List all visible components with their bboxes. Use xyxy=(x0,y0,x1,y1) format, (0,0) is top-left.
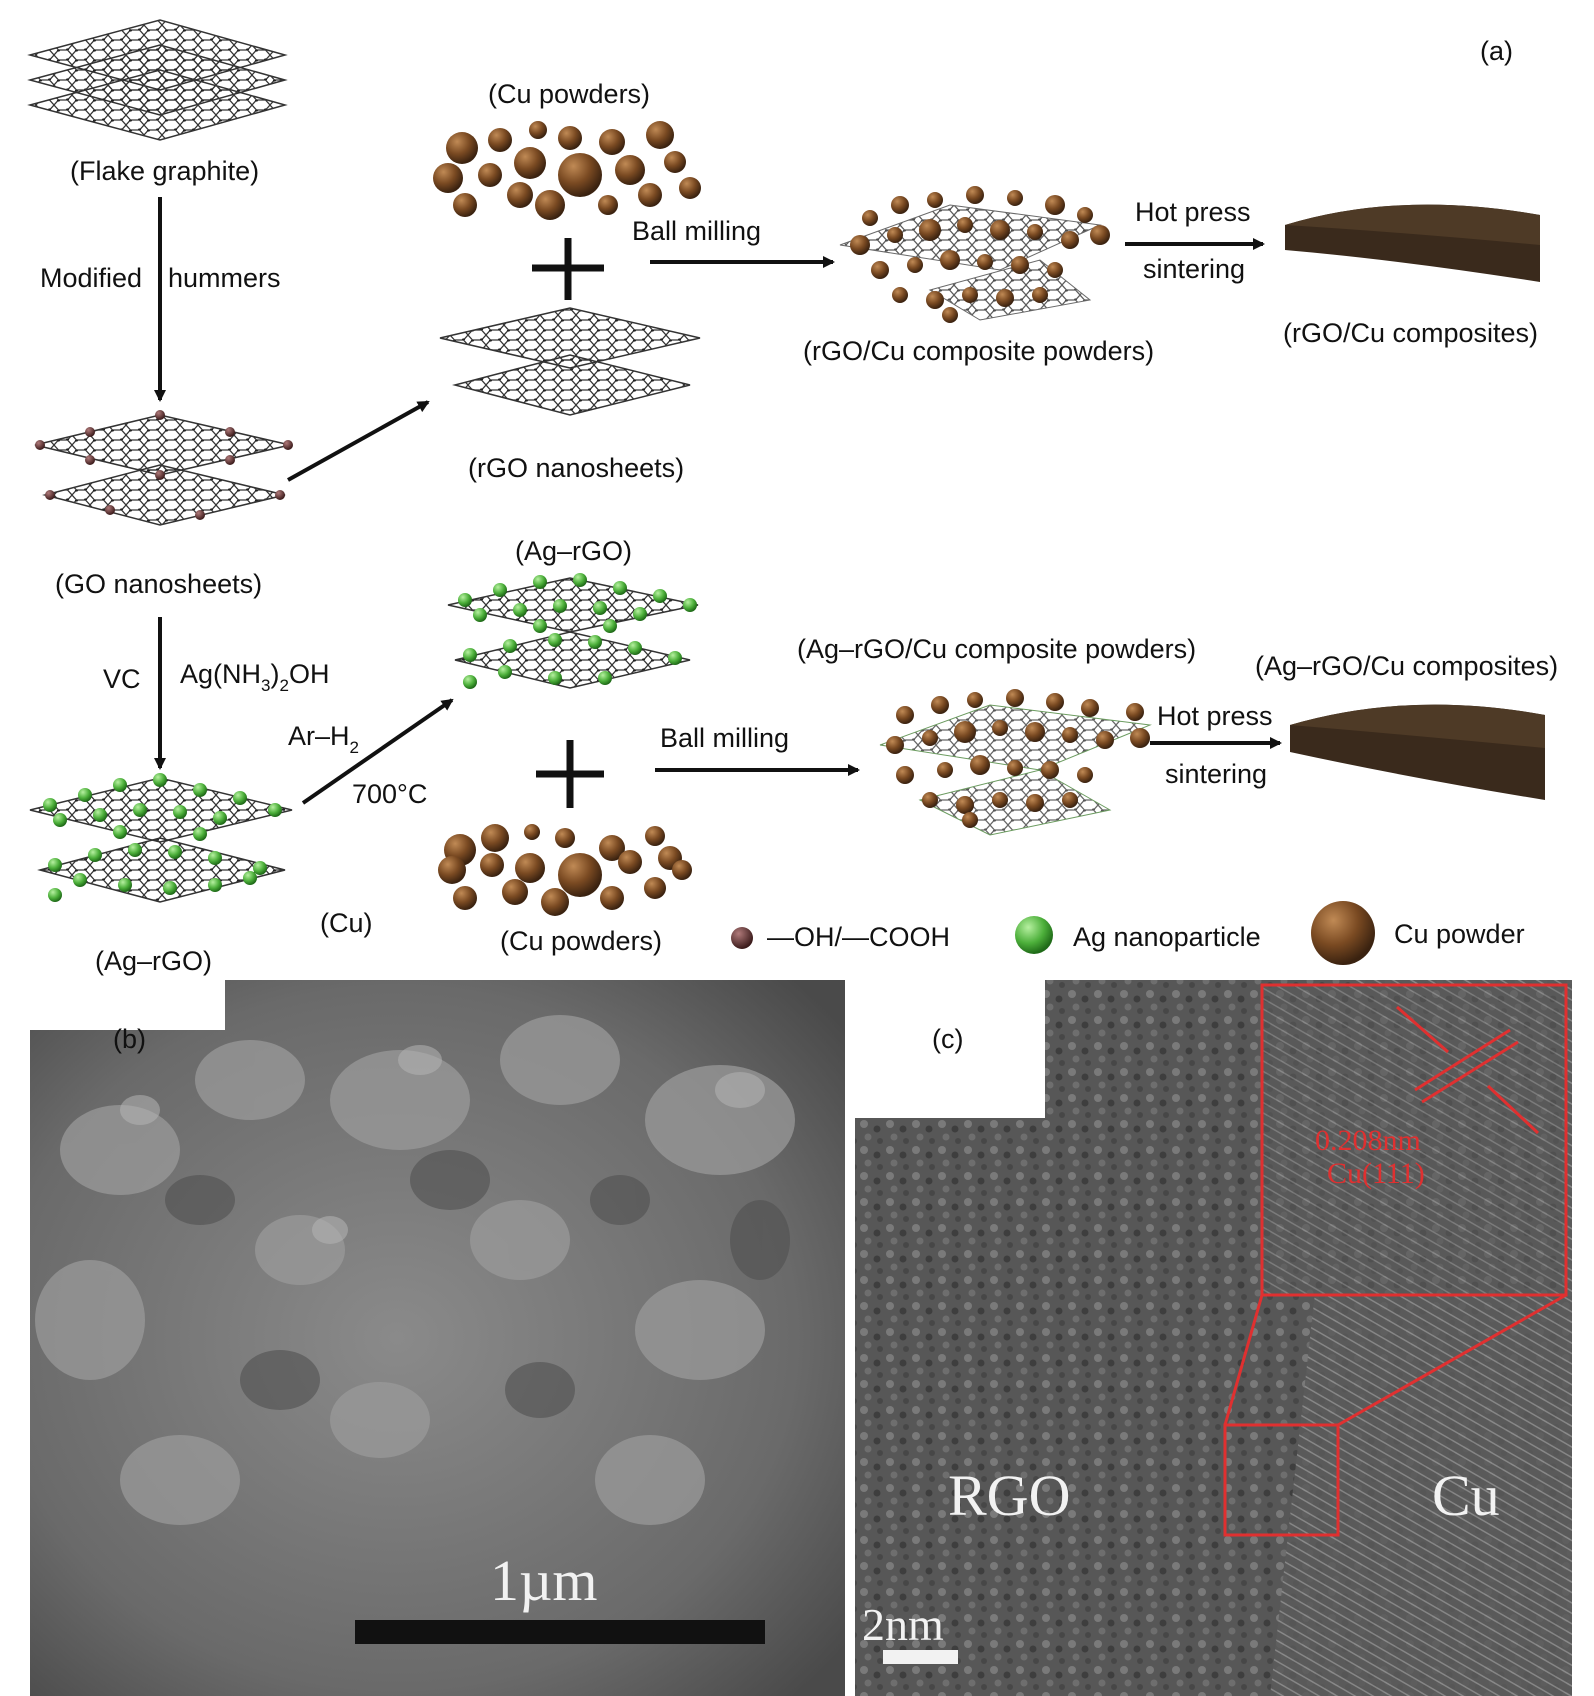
legend-oh-cooh-label: —OH/—COOH xyxy=(767,922,950,952)
oh-cooh-swatch xyxy=(731,927,753,949)
lattice-spacing-marker xyxy=(1396,1005,1540,1135)
ag-nh3-oh-label: Ag(NH3)2OH xyxy=(180,659,329,695)
legend: —OH/—COOH Ag nanoparticle Cu powder xyxy=(731,901,1525,965)
modified-label: Modified xyxy=(40,263,142,293)
ball-milling-top-label: Ball milling xyxy=(632,216,761,246)
rgo-region-label: RGO xyxy=(948,1463,1070,1528)
legend-cu-powder-label: Cu powder xyxy=(1394,919,1525,949)
flake-graphite-label: (Flake graphite) xyxy=(70,156,259,186)
panel-label-c: (c) xyxy=(932,1024,963,1054)
go-nanosheets xyxy=(34,410,293,526)
rgo-cu-composites-label: (rGO/Cu composites) xyxy=(1283,318,1538,348)
rgo-cu-composites-disc xyxy=(1285,204,1540,282)
ag-rgo-left-label: (Ag–rGO) xyxy=(95,946,212,976)
rgo-cu-composite-powders-label: (rGO/Cu composite powders) xyxy=(803,336,1154,366)
cu-powders-bottom xyxy=(438,824,692,916)
sem-micrograph xyxy=(30,980,845,1696)
ag-rgo-top-label: (Ag–rGO) xyxy=(515,536,632,566)
ag-rgo-cu-composite-powders xyxy=(879,689,1152,836)
ag-rgo-cu-composites-label: (Ag–rGO/Cu composites) xyxy=(1255,651,1558,681)
plus-bottom xyxy=(536,740,604,808)
zoom-line-left xyxy=(1223,1294,1264,1426)
ag-nanoparticle-swatch xyxy=(1015,916,1053,954)
lattice-spacing-label: 0.208nm xyxy=(1315,1124,1421,1157)
rgo-nanosheets-label: (rGO nanosheets) xyxy=(468,453,684,483)
panel-label-a: (a) xyxy=(1480,36,1513,66)
sem-scale-bar xyxy=(355,1620,765,1644)
rgo-nanosheets xyxy=(439,307,701,416)
plus-top xyxy=(532,238,604,300)
cu-powders-top xyxy=(433,121,701,220)
lattice-plane-label: Cu(111) xyxy=(1327,1157,1425,1190)
ag-rgo-cu-composites-disc xyxy=(1290,704,1545,800)
tem-scale-label: 2nm xyxy=(862,1599,944,1650)
hot-press-top-label: Hot press xyxy=(1135,197,1251,227)
go-nanosheets-label: (GO nanosheets) xyxy=(55,569,262,599)
ar-h2-label: Ar–H2 xyxy=(288,721,359,757)
ball-milling-bottom-label: Ball milling xyxy=(660,723,789,753)
temperature-label: 700°C xyxy=(352,779,427,809)
flake-graphite-sheets xyxy=(27,19,288,141)
hummers-label: hummers xyxy=(168,263,281,293)
ag-rgo-left-sheets xyxy=(29,773,293,903)
tem-scale-bar xyxy=(883,1650,958,1664)
sem-scale-label: 1µm xyxy=(490,1548,598,1613)
arrow-go-to-rgo xyxy=(287,400,430,482)
rgo-cu-composite-powders xyxy=(839,186,1110,323)
panel-label-b: (b) xyxy=(113,1024,146,1054)
cu-powders-bottom-label: (Cu powders) xyxy=(500,926,662,956)
hrtem-inset xyxy=(1260,983,1568,1297)
arrow-ar-h2-anneal xyxy=(301,698,454,805)
legend-ag-nanoparticle-label: Ag nanoparticle xyxy=(1073,922,1261,952)
hot-press-bottom-label: Hot press xyxy=(1157,701,1273,731)
cu-powders-top-label: (Cu powders) xyxy=(488,79,650,109)
cu-label: (Cu) xyxy=(320,908,373,938)
zoom-line-right xyxy=(1337,1293,1567,1427)
sintering-top-label: sintering xyxy=(1143,254,1245,284)
ag-rgo-top-sheets xyxy=(447,573,699,689)
sintering-bottom-label: sintering xyxy=(1165,759,1267,789)
cu-powder-swatch xyxy=(1311,901,1375,965)
vc-label: VC xyxy=(103,664,141,694)
tem-selected-region xyxy=(1223,1423,1340,1537)
ag-rgo-cu-composite-powders-label: (Ag–rGO/Cu composite powders) xyxy=(797,634,1196,664)
cu-region-label: Cu xyxy=(1432,1463,1500,1528)
